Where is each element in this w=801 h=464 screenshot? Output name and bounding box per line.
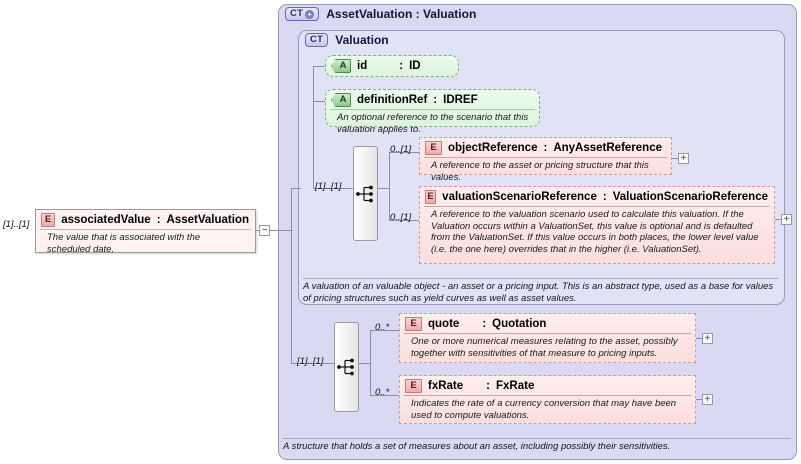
element-node-associatedvalue[interactable]: E associatedValue : AssetValuation The v…	[35, 209, 256, 255]
connector-to-valuationscenarioreference	[389, 220, 419, 221]
inner-sequence-multiplicity: [1]..[1]	[315, 181, 342, 192]
complextype-badge-icon: CT+	[285, 7, 320, 21]
complextype-badge-icon: CT	[305, 33, 329, 47]
inner-sequence-compositor[interactable]	[353, 146, 378, 241]
attribute-id-sep: :	[399, 60, 404, 72]
objectreference-type: AnyAssetReference	[553, 142, 662, 154]
element-node-quote[interactable]: E quote : Quotation One or more numerica…	[399, 313, 696, 363]
element-badge-icon: E	[41, 213, 56, 227]
connector-outer-seq-out	[359, 363, 370, 364]
fxrate-sep: :	[486, 380, 490, 392]
connector-to-outer-sequence	[291, 363, 334, 364]
element-badge-icon: E	[425, 141, 442, 155]
associatedvalue-sep: :	[156, 214, 161, 226]
attribute-badge-icon: A	[331, 93, 351, 107]
connector-outer-seq-spine	[370, 330, 371, 395]
connector-to-fxrate	[370, 395, 399, 396]
objectreference-doc: A reference to the asset or pricing stru…	[424, 157, 667, 186]
outer-sequence-compositor[interactable]	[334, 322, 359, 412]
associatedvalue-multiplicity: [1]..[1]	[3, 219, 30, 230]
attribute-node-id[interactable]: A id : ID	[325, 55, 459, 77]
valuationscenarioreference-name: valuationScenarioReference	[442, 191, 597, 203]
fxrate-header: E fxRate : FxRate	[400, 376, 695, 395]
element-node-fxrate[interactable]: E fxRate : FxRate Indicates the rate of …	[399, 375, 696, 424]
connector-vsr-expander	[775, 219, 781, 220]
connector-associatedvalue-to-container	[270, 230, 291, 231]
attribute-definitionref-header: A definitionRef : IDREF	[326, 90, 539, 109]
element-badge-icon: E	[405, 379, 422, 393]
objectreference-multiplicity: 0..[1]	[390, 144, 412, 155]
outer-container-header: CT+ AssetValuation : Valuation	[285, 7, 476, 21]
element-node-valuationscenarioreference[interactable]: E valuationScenarioReference : Valuation…	[419, 186, 775, 264]
associatedvalue-header: E associatedValue : AssetValuation	[36, 210, 255, 229]
element-badge-icon: E	[425, 190, 437, 204]
associatedvalue-collapse-button[interactable]: −	[259, 225, 270, 236]
connector-outer-spine	[291, 188, 292, 363]
sequence-compositor-icon	[355, 185, 373, 202]
element-badge-icon: E	[405, 317, 422, 331]
attribute-definitionref-type: IDREF	[443, 94, 478, 106]
quote-type: Quotation	[492, 318, 547, 330]
attribute-id-name: id	[357, 60, 368, 72]
attribute-definitionref-doc: An optional reference to the scenario th…	[330, 109, 535, 138]
fxrate-type: FxRate	[496, 380, 535, 392]
quote-expand-button[interactable]: +	[702, 333, 713, 344]
associatedvalue-name: associatedValue	[61, 214, 151, 226]
connector-objectreference-expander	[672, 158, 678, 159]
expand-plus-icon[interactable]: +	[305, 9, 315, 19]
quote-name: quote	[428, 318, 460, 330]
connector-fxrate-expander	[696, 399, 702, 400]
attribute-definitionref-name: definitionRef	[357, 94, 428, 106]
inner-container-title: Valuation	[335, 33, 389, 47]
connector-inner-spine	[313, 66, 314, 188]
fxrate-multiplicity: 0..*	[375, 387, 390, 398]
fxrate-doc: Indicates the rate of a currency convers…	[404, 395, 691, 424]
associatedvalue-type: AssetValuation	[166, 214, 249, 226]
associatedvalue-doc: The value that is associated with the sc…	[40, 229, 251, 258]
attribute-definitionref-sep: :	[433, 94, 438, 106]
quote-header: E quote : Quotation	[400, 314, 695, 333]
quote-multiplicity: 0..*	[375, 322, 390, 333]
valuationscenarioreference-sep: :	[602, 191, 607, 203]
attribute-id-type: ID	[409, 60, 421, 72]
connector-to-definitionref	[313, 101, 325, 102]
quote-doc: One or more numerical measures relating …	[404, 333, 691, 362]
connector-to-id	[313, 66, 325, 67]
objectreference-header: E objectReference : AnyAssetReference	[420, 138, 671, 157]
fxrate-expand-button[interactable]: +	[702, 394, 713, 405]
attribute-badge-icon: A	[331, 59, 351, 73]
connector-associatedvalue-stub	[256, 230, 259, 231]
valuationscenarioreference-multiplicity: 0..[1]	[390, 212, 412, 223]
outer-container-annotation: A structure that holds a set of measures…	[283, 438, 791, 453]
connector-quote-expander	[696, 338, 702, 339]
connector-associatedvalue-spine	[291, 188, 292, 230]
fxrate-name: fxRate	[428, 380, 464, 392]
attribute-node-definitionref[interactable]: A definitionRef : IDREF An optional refe…	[325, 89, 540, 135]
element-node-objectreference[interactable]: E objectReference : AnyAssetReference A …	[419, 137, 672, 183]
connector-outer-spine-top	[291, 188, 301, 189]
connector-to-quote	[370, 330, 399, 331]
sequence-compositor-icon	[336, 358, 354, 376]
connector-inner-seq-spine	[389, 152, 390, 220]
inner-container-header: CT Valuation	[305, 33, 389, 47]
connector-inner-seq-out	[378, 188, 389, 189]
attribute-id-header: A id : ID	[326, 56, 458, 75]
objectreference-expand-button[interactable]: +	[678, 153, 689, 164]
valuationscenarioreference-doc: A reference to the valuation scenario us…	[424, 206, 770, 258]
valuationscenarioreference-type: ValuationScenarioReference	[612, 191, 768, 203]
quote-sep: :	[482, 318, 487, 330]
objectreference-sep: :	[543, 142, 548, 154]
inner-container-annotation: A valuation of an valuable object - an a…	[303, 278, 778, 304]
objectreference-name: objectReference	[448, 142, 538, 154]
connector-to-objectreference	[389, 152, 419, 153]
valuationscenarioreference-expand-button[interactable]: +	[781, 214, 792, 225]
connector-to-inner-sequence	[313, 188, 353, 189]
outer-container-title: AssetValuation : Valuation	[326, 7, 477, 21]
valuationscenarioreference-header: E valuationScenarioReference : Valuation…	[420, 187, 774, 206]
outer-sequence-multiplicity: [1]..[1]	[297, 356, 324, 367]
